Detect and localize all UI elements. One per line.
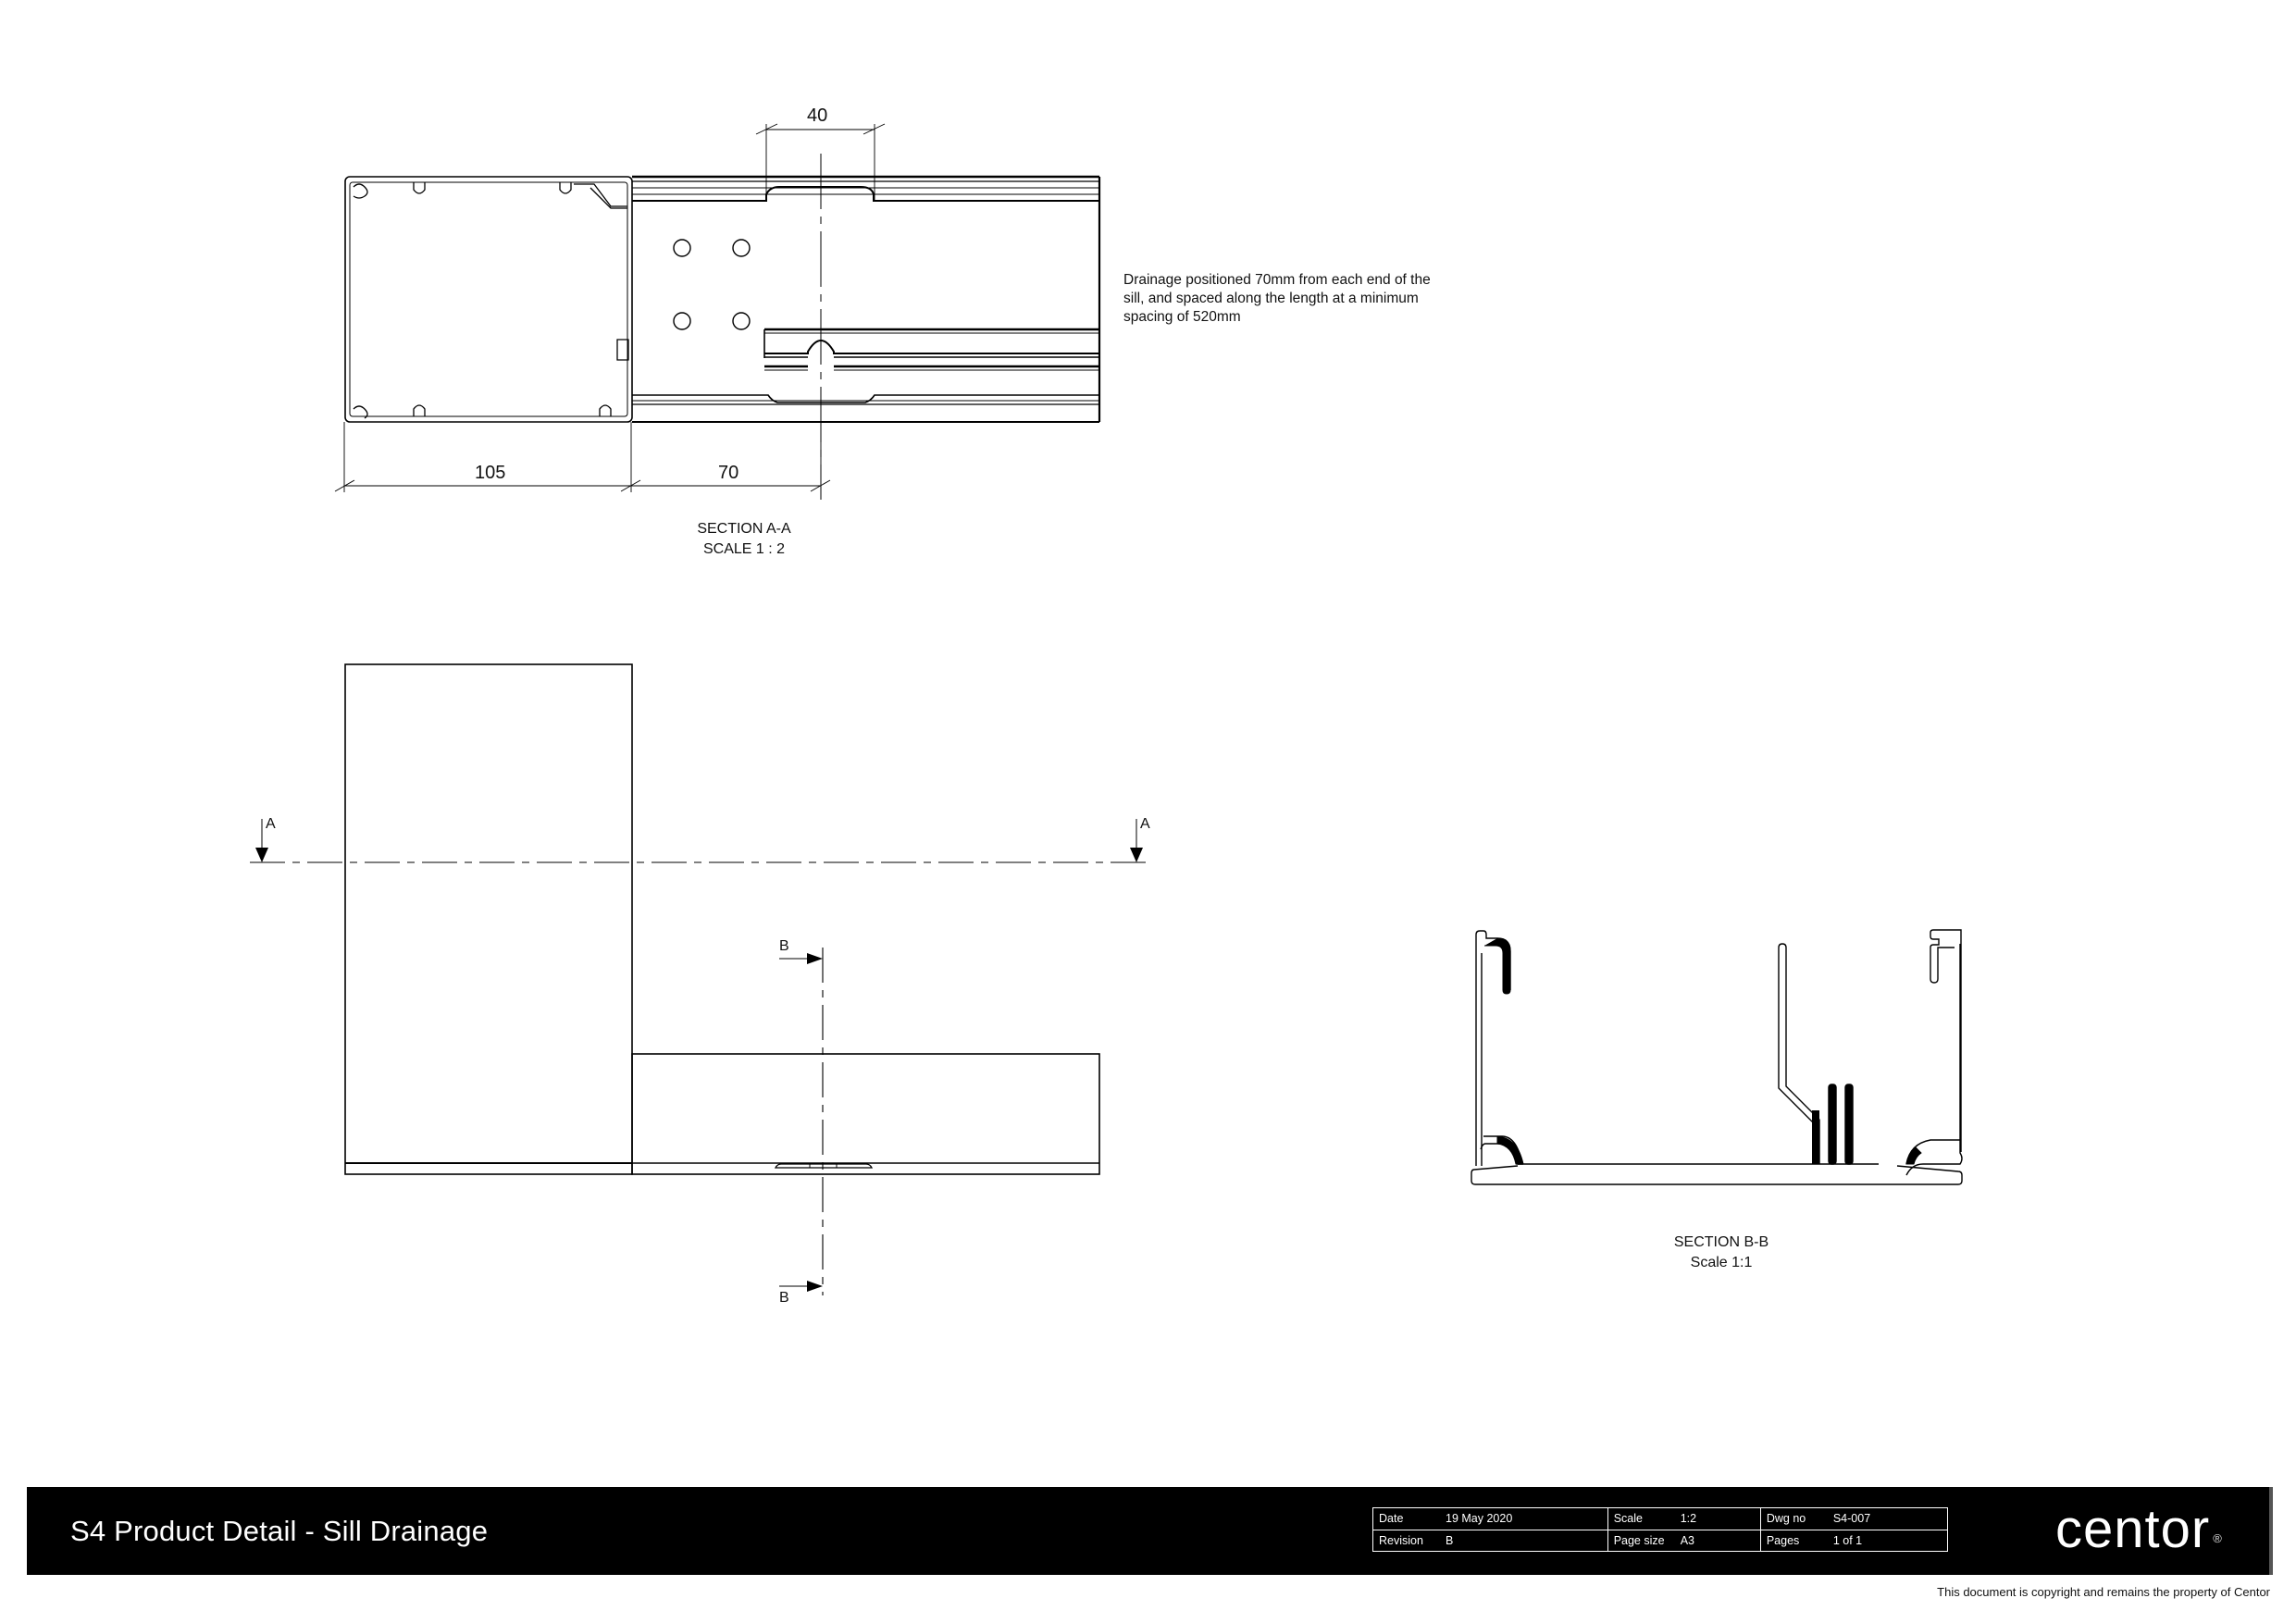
revision-label: Revision bbox=[1379, 1533, 1423, 1547]
page-size-label: Page size bbox=[1613, 1533, 1665, 1547]
section-b-b-drawing bbox=[1471, 929, 1963, 1185]
scale-value: 1:2 bbox=[1680, 1512, 1697, 1526]
section-a-scale: SCALE 1 : 2 bbox=[702, 541, 786, 557]
centor-logo: centor® bbox=[2055, 1500, 2223, 1559]
registered-mark-icon: ® bbox=[2213, 1531, 2223, 1545]
page-size-cell: Page size A3 bbox=[1607, 1529, 1761, 1552]
scale-label: Scale bbox=[1613, 1512, 1643, 1526]
section-marker-a-left: A bbox=[266, 816, 276, 832]
dimension-slot-width: 40 bbox=[807, 105, 828, 126]
date-cell: Date 19 May 2020 bbox=[1372, 1507, 1608, 1530]
drawing-info-table: Date 19 May 2020 Scale 1:2 Dwg no S4-007 Re… bbox=[1372, 1507, 1949, 1552]
dimension-offset: 70 bbox=[718, 463, 739, 483]
section-marker-b-bottom: B bbox=[779, 1290, 789, 1306]
page-size-value: A3 bbox=[1680, 1533, 1694, 1547]
section-marker-b-top: B bbox=[779, 938, 789, 954]
copyright-notice: This document is copyright and remains t… bbox=[1937, 1585, 2270, 1599]
scale-cell: Scale 1:2 bbox=[1607, 1507, 1761, 1530]
brand-name: centor bbox=[2055, 1499, 2211, 1559]
dwg-no-value: S4-007 bbox=[1832, 1512, 1871, 1526]
date-value: 19 May 2020 bbox=[1446, 1512, 1513, 1526]
section-b-title: SECTION B-B bbox=[1673, 1234, 1769, 1250]
drawing-title: S4 Product Detail - Sill Drainage bbox=[70, 1515, 489, 1547]
pages-cell: Pages 1 of 1 bbox=[1759, 1529, 1949, 1552]
section-b-scale: Scale 1:1 bbox=[1690, 1255, 1753, 1270]
title-block: S4 Product Detail - Sill Drainage Date 19… bbox=[27, 1487, 2273, 1575]
pages-label: Pages bbox=[1766, 1533, 1800, 1547]
section-b-caption: SECTION B-B Scale 1:1 bbox=[1629, 1233, 1814, 1273]
dimension-frame-width: 105 bbox=[475, 463, 506, 483]
section-a-title: SECTION A-A bbox=[697, 521, 791, 537]
plan-view-drawing bbox=[250, 663, 1148, 1295]
section-a-caption: SECTION A-A SCALE 1 : 2 bbox=[661, 519, 827, 560]
date-label: Date bbox=[1379, 1512, 1404, 1526]
revision-value: B bbox=[1446, 1533, 1454, 1547]
drainage-note: Drainage positioned 70mm from each end o… bbox=[1123, 272, 1431, 325]
revision-cell: Revision B bbox=[1372, 1529, 1608, 1552]
pages-value: 1 of 1 bbox=[1832, 1533, 1863, 1547]
dwg-no-cell: Dwg no S4-007 bbox=[1759, 1507, 1949, 1530]
section-marker-a-right: A bbox=[1140, 816, 1150, 832]
section-a-a-drawing bbox=[334, 123, 1101, 500]
dwg-no-label: Dwg no bbox=[1766, 1512, 1806, 1526]
